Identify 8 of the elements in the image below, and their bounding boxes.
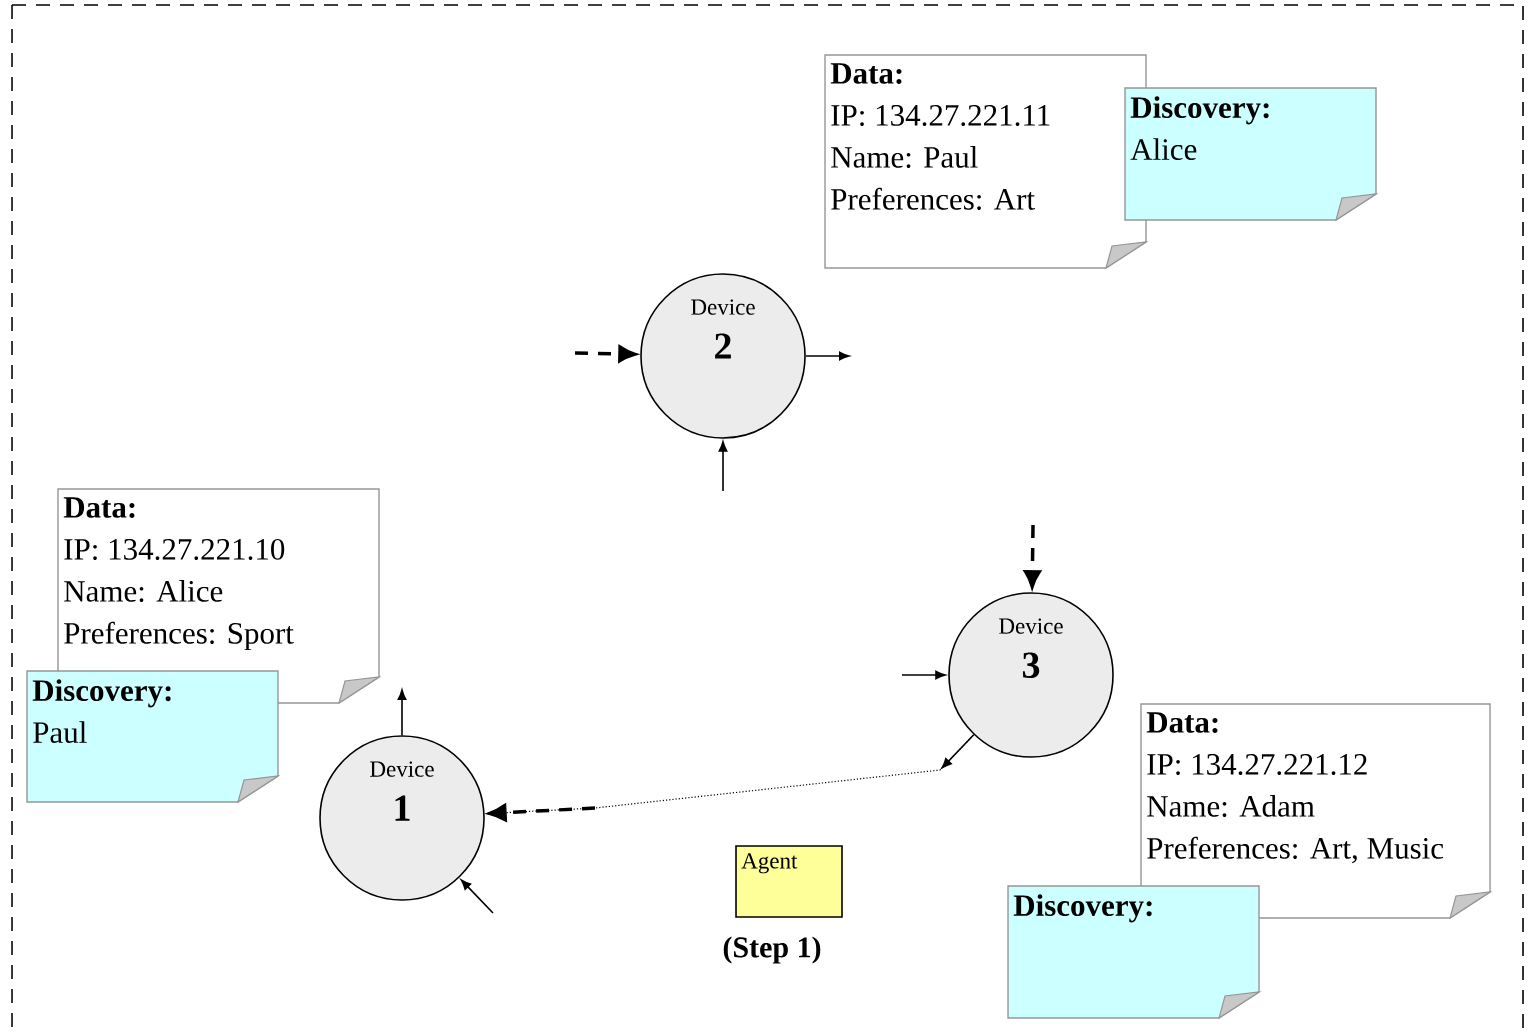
agent-box: Agent [735,845,843,918]
arrow [460,879,494,914]
arrow [805,351,850,361]
arrow [718,441,728,492]
arrow [486,734,975,823]
arrow [397,689,407,736]
step-caption: (Step 1) [723,936,821,964]
arrow [901,670,946,680]
